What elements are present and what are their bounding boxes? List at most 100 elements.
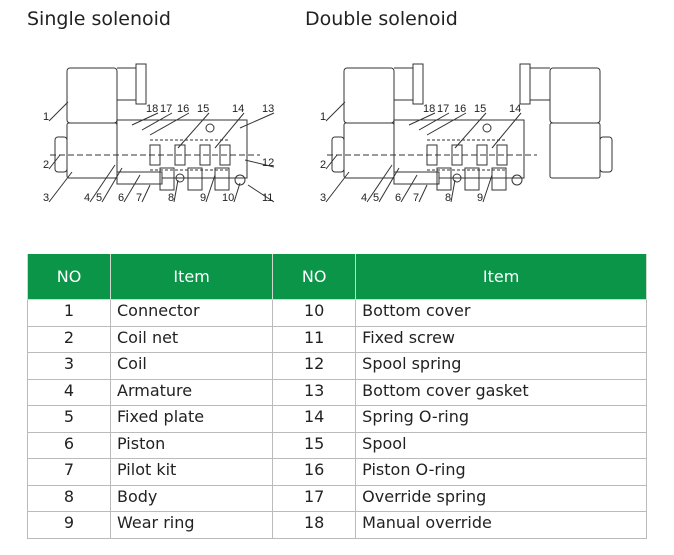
part-name: Body [109,484,274,512]
callout-number: 16 [177,103,189,115]
leader-line [454,112,487,149]
double-solenoid-diagram [326,63,613,191]
leader-line [123,174,141,203]
callout-number: 14 [232,103,244,115]
leader-line [418,112,450,131]
leader-line [426,112,467,136]
callout-number: 1 [320,111,326,123]
callout-number: 2 [320,159,326,171]
part-number: 13 [272,378,357,406]
part-name: Coil net [109,325,274,353]
leader-line [325,171,350,203]
leader-line [141,112,173,131]
callout-number: 6 [395,192,401,204]
part-name: Manual override [355,511,647,539]
callout-number: 14 [509,103,521,115]
leader-line [325,154,338,170]
part-number: 4 [27,378,111,406]
callout-number: 8 [445,192,451,204]
leader-line [177,112,210,149]
part-name: Fixed plate [109,405,274,433]
double-solenoid-title: Double solenoid [305,8,458,30]
leader-line [408,112,436,126]
part-number: 14 [272,405,357,433]
part-name: Spring O-ring [355,405,647,433]
part-name: Fixed screw [355,325,647,353]
callout-number: 10 [222,192,234,204]
leader-line [149,112,190,136]
part-number: 11 [272,325,357,353]
part-name: Spool spring [355,352,647,380]
callout-number: 4 [84,192,90,204]
leader-line [48,171,73,203]
callout-number: 13 [262,103,274,115]
callout-number: 15 [474,103,486,115]
callout-number: 18 [146,103,158,115]
callout-number: 17 [437,103,449,115]
leader-line [89,164,116,203]
callout-number: 7 [413,192,419,204]
callout-number: 8 [168,192,174,204]
part-name: Piston [109,431,274,459]
header-item: Item [355,254,647,300]
callout-number: 9 [477,192,483,204]
part-number: 18 [272,511,357,539]
leader-line [233,182,241,203]
callout-number: 11 [262,192,273,204]
callout-number: 9 [200,192,206,204]
leader-line [450,179,456,203]
part-name: Bottom cover [355,299,647,327]
table-header-row: NO Item NO Item [27,254,647,300]
callout-number: 15 [197,103,209,115]
part-number: 10 [272,299,357,327]
part-number: 5 [27,405,111,433]
leader-line [247,184,275,203]
leader-line [482,174,493,203]
leader-line [244,159,275,168]
part-number: 12 [272,352,357,380]
callout-number: 4 [361,192,367,204]
part-number: 17 [272,484,357,512]
leader-line [173,179,179,203]
callout-number: 2 [43,159,49,171]
leader-line [378,167,400,203]
callout-number: 5 [96,192,102,204]
leader-line [48,101,69,122]
part-name: Bottom cover gasket [355,378,647,406]
leader-line [48,154,61,170]
part-name: Armature [109,378,274,406]
part-name: Spool [355,431,647,459]
part-number: 16 [272,458,357,486]
leader-line [131,112,159,126]
callout-number: 6 [118,192,124,204]
part-number: 1 [27,299,111,327]
leader-line [418,184,428,203]
part-number: 15 [272,431,357,459]
header-no: NO [27,254,111,300]
callout-number: 12 [262,157,274,169]
part-number: 9 [27,511,111,539]
leader-line [214,112,245,149]
leader-line [141,184,151,203]
callout-number: 3 [320,192,326,204]
part-name: Pilot kit [109,458,274,486]
leader-line [239,112,275,129]
part-name: Connector [109,299,274,327]
callout-number: 18 [423,103,435,115]
callout-number: 5 [373,192,379,204]
part-number: 2 [27,325,111,353]
leader-line [400,174,418,203]
leader-line [205,174,216,203]
callout-number: 3 [43,192,49,204]
